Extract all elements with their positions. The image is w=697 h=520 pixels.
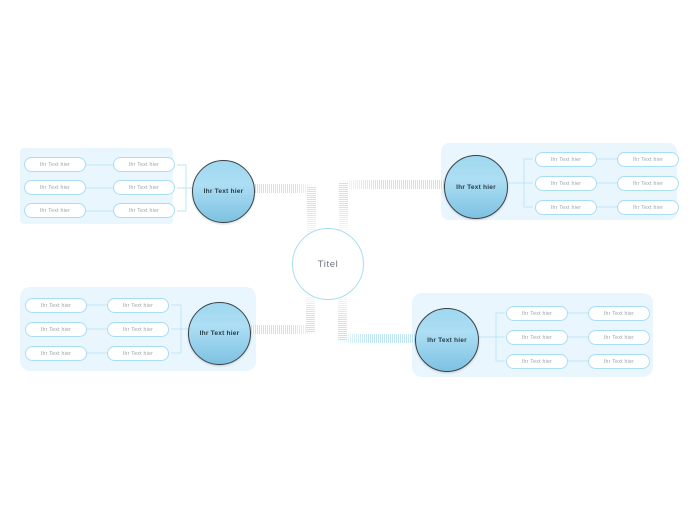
ribbon-center-bottom-left-vertical: [306, 292, 315, 332]
branch-node-bottom-right[interactable]: Ihr Text hier: [415, 308, 479, 372]
branch-node-bottom-left[interactable]: Ihr Text hier: [188, 302, 251, 365]
leaf-pill-outer[interactable]: Ihr Text hier: [588, 354, 650, 369]
leaf-pill-outer[interactable]: Ihr Text hier: [24, 180, 86, 195]
leaf-pill-inner[interactable]: Ihr Text hier: [506, 330, 568, 345]
leaf-pill-outer[interactable]: Ihr Text hier: [617, 152, 679, 167]
leaf-pill-inner[interactable]: Ihr Text hier: [506, 306, 568, 321]
leaf-pill-inner[interactable]: Ihr Text hier: [535, 176, 597, 191]
ribbon-center-top-right-horizontal: [339, 180, 446, 189]
leaf-pill-inner[interactable]: Ihr Text hier: [113, 157, 175, 172]
leaf-pill-inner[interactable]: Ihr Text hier: [535, 200, 597, 215]
ribbon-center-top-right-vertical: [339, 182, 348, 234]
leaf-pill-outer[interactable]: Ihr Text hier: [25, 298, 87, 313]
leaf-pill-inner[interactable]: Ihr Text hier: [107, 298, 169, 313]
branch-node-top-left[interactable]: Ihr Text hier: [192, 160, 255, 223]
leaf-pill-outer[interactable]: Ihr Text hier: [24, 157, 86, 172]
ribbon-center-bottom-left-horizontal: [251, 325, 314, 334]
leaf-pill-outer[interactable]: Ihr Text hier: [617, 176, 679, 191]
leaf-pill-inner[interactable]: Ihr Text hier: [107, 322, 169, 337]
leaf-pill-inner[interactable]: Ihr Text hier: [506, 354, 568, 369]
leaf-pill-inner[interactable]: Ihr Text hier: [107, 346, 169, 361]
leaf-pill-inner[interactable]: Ihr Text hier: [113, 203, 175, 218]
ribbon-center-bottom-right-horizontal: [338, 334, 422, 343]
leaf-pill-outer[interactable]: Ihr Text hier: [25, 346, 87, 361]
ribbon-center-bottom-right-vertical: [338, 294, 347, 340]
leaf-pill-outer[interactable]: Ihr Text hier: [24, 203, 86, 218]
ribbon-center-top-left-vertical: [307, 186, 316, 236]
leaf-pill-inner[interactable]: Ihr Text hier: [535, 152, 597, 167]
leaf-pill-outer[interactable]: Ihr Text hier: [25, 322, 87, 337]
leaf-pill-outer[interactable]: Ihr Text hier: [617, 200, 679, 215]
branch-node-top-right[interactable]: Ihr Text hier: [444, 155, 508, 219]
leaf-pill-outer[interactable]: Ihr Text hier: [588, 330, 650, 345]
ribbon-center-top-left-horizontal: [255, 184, 315, 193]
leaf-pill-inner[interactable]: Ihr Text hier: [113, 180, 175, 195]
center-node[interactable]: Titel: [292, 228, 364, 300]
leaf-pill-outer[interactable]: Ihr Text hier: [588, 306, 650, 321]
